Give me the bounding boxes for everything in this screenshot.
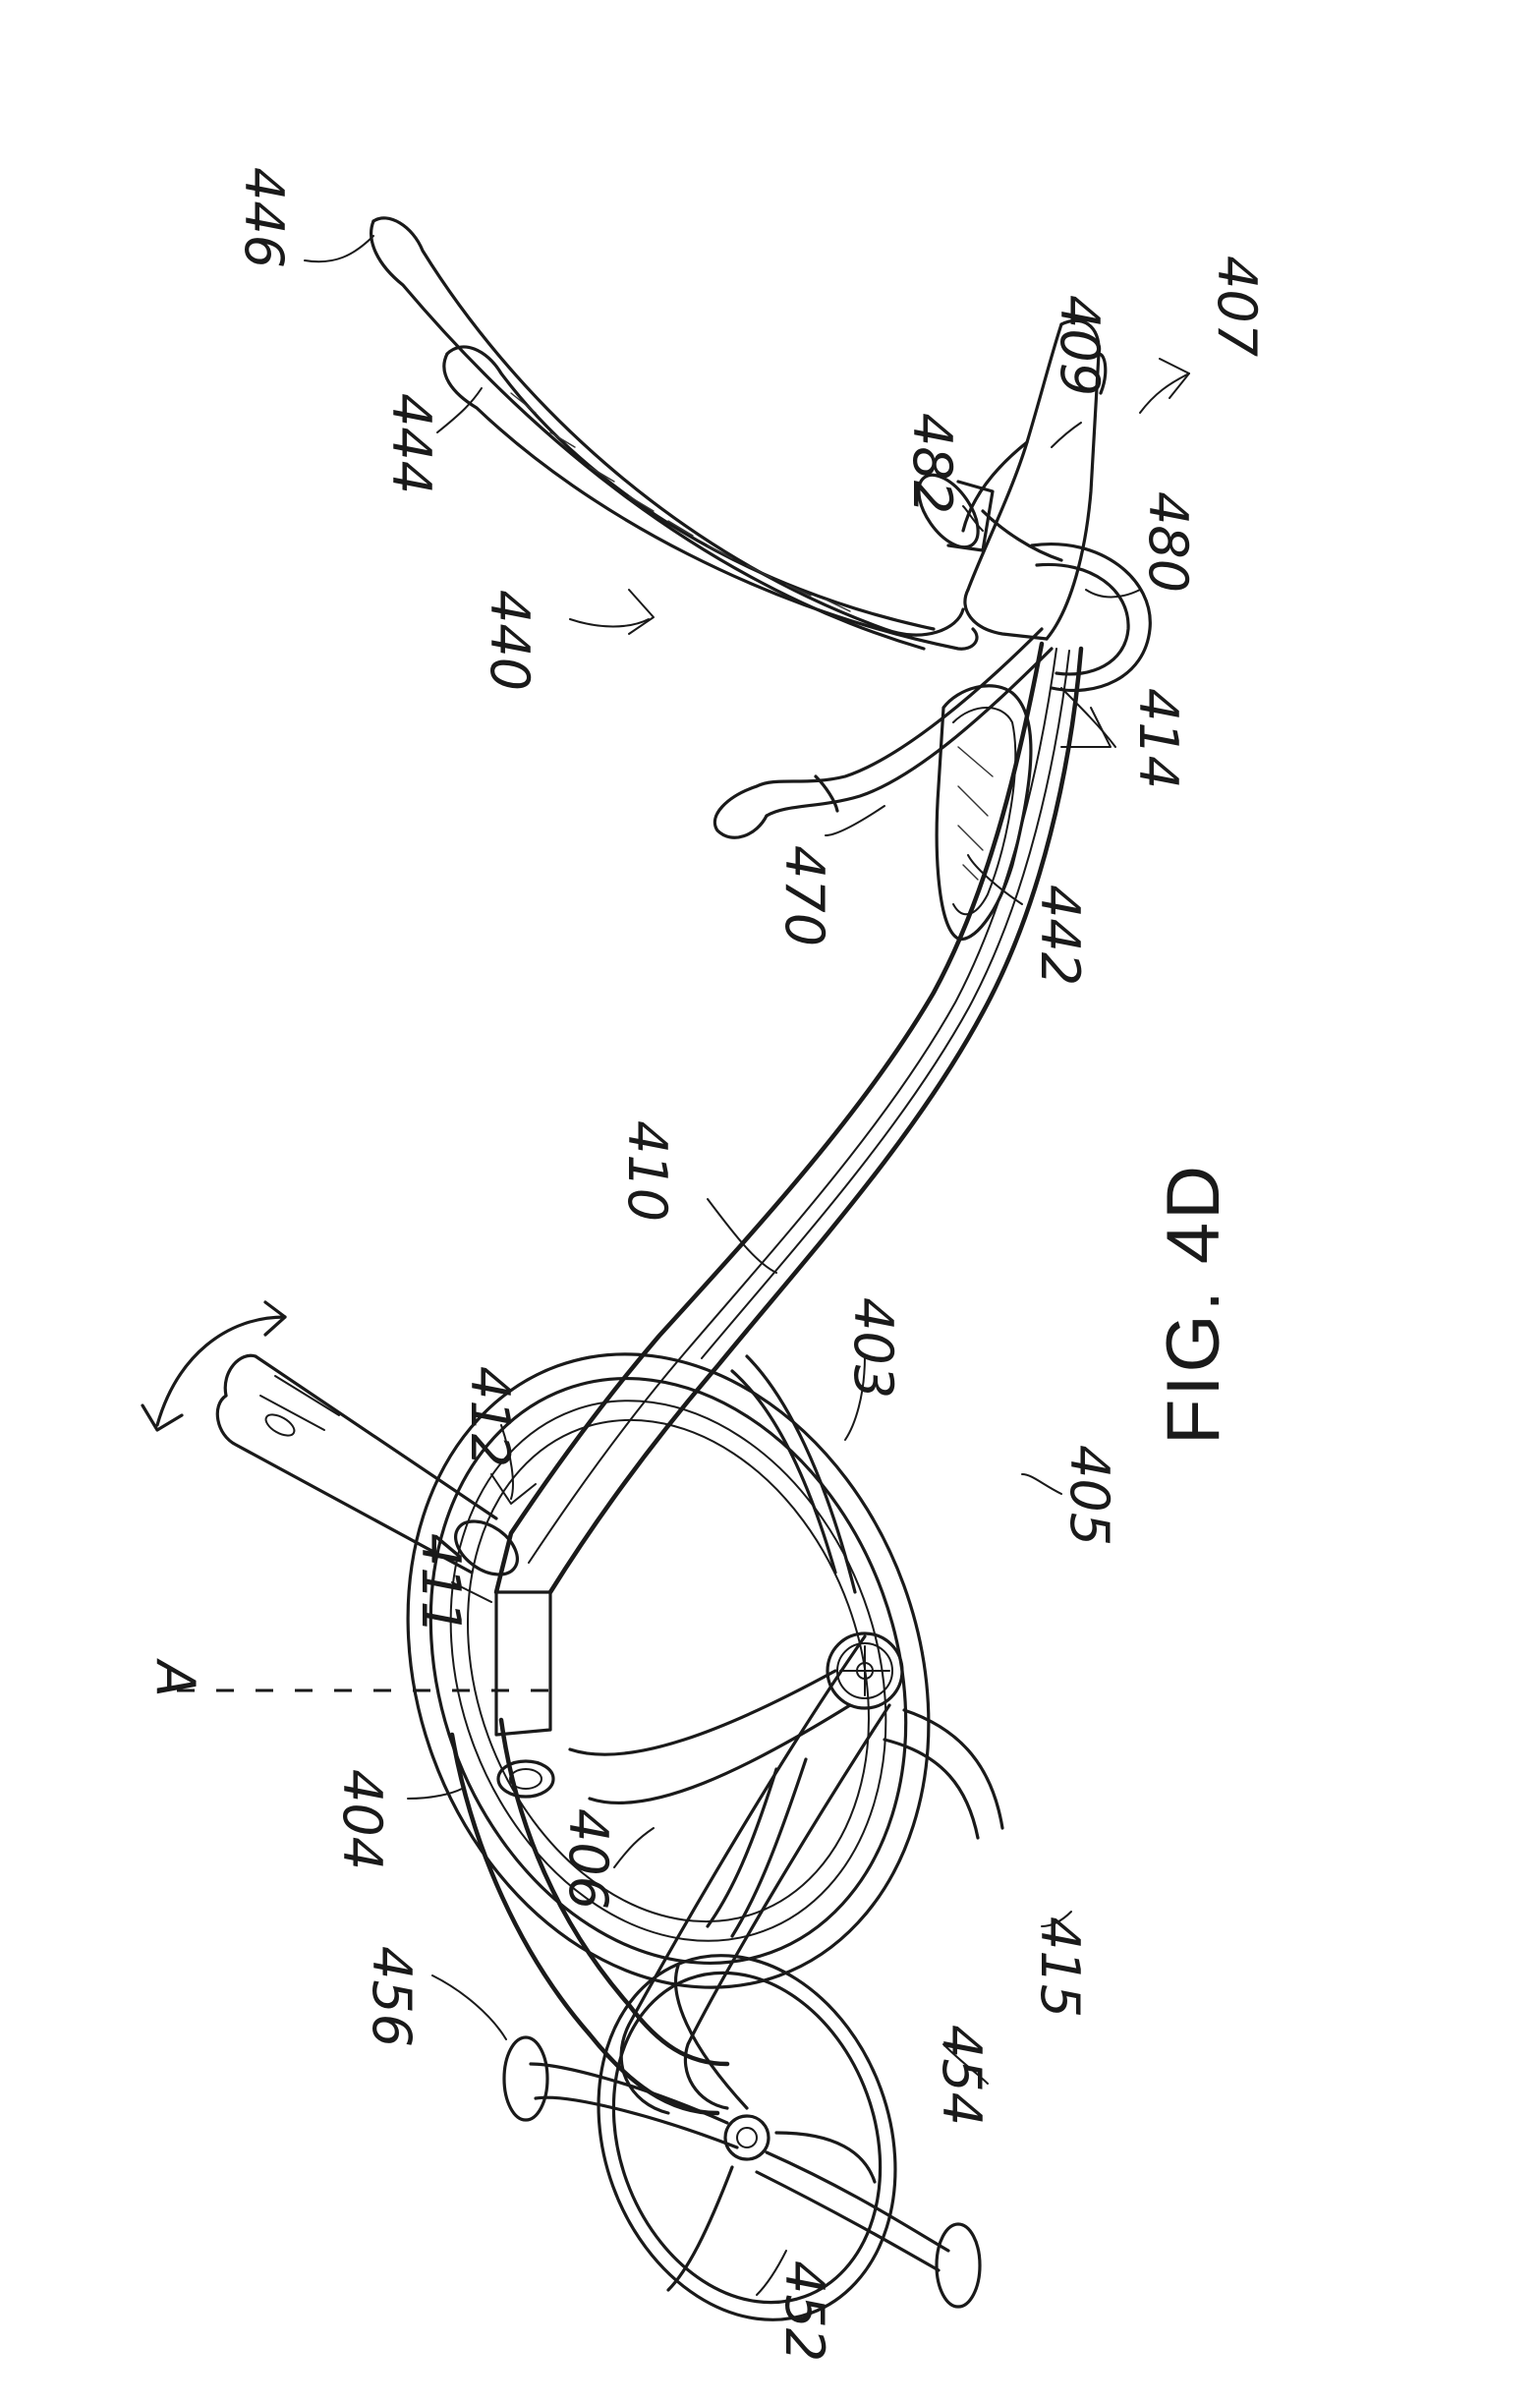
wheel-405 (406, 1352, 1004, 1989)
label-444: 444 (380, 393, 442, 494)
steering-tiller-411 (215, 1353, 519, 1576)
label-410: 410 (616, 1120, 678, 1222)
label-414: 414 (1127, 688, 1189, 789)
label-405: 405 (1058, 1445, 1120, 1546)
label-415: 415 (1029, 1917, 1091, 2018)
label-411: 411 (410, 1533, 472, 1634)
label-446: 446 (233, 167, 295, 268)
label-409: 409 (1049, 295, 1111, 396)
label-454: 454 (931, 2025, 993, 2126)
rear-handle-470 (713, 627, 1054, 839)
label-406: 406 (557, 1808, 619, 1910)
label-456: 456 (361, 1946, 423, 2047)
label-403: 403 (842, 1297, 904, 1399)
rotation-arrow (141, 1300, 287, 1432)
label-452: 452 (773, 2260, 835, 2362)
leader-lines (304, 235, 1190, 2296)
fork-404 (449, 1590, 852, 2116)
seat-back-hatching (510, 392, 851, 612)
label-412: 412 (459, 1366, 521, 1467)
label-407: 407 (1206, 256, 1268, 357)
figure-caption: FIG. 4D (1152, 1163, 1235, 1445)
label-480: 480 (1137, 491, 1199, 593)
cranks-456 (502, 2035, 982, 2309)
seat-back-assembly (370, 216, 979, 651)
label-404: 404 (331, 1769, 393, 1870)
front-nose-assembly (917, 318, 1152, 693)
label-A: A (144, 1658, 206, 1697)
chainring-452 (597, 1954, 897, 2321)
label-470: 470 (773, 845, 835, 946)
label-442: 442 (1029, 885, 1091, 986)
label-440: 440 (479, 590, 541, 691)
reference-numerals: 446 444 482 409 407 440 470 480 414 442 … (144, 167, 1268, 2362)
label-482: 482 (901, 413, 963, 514)
